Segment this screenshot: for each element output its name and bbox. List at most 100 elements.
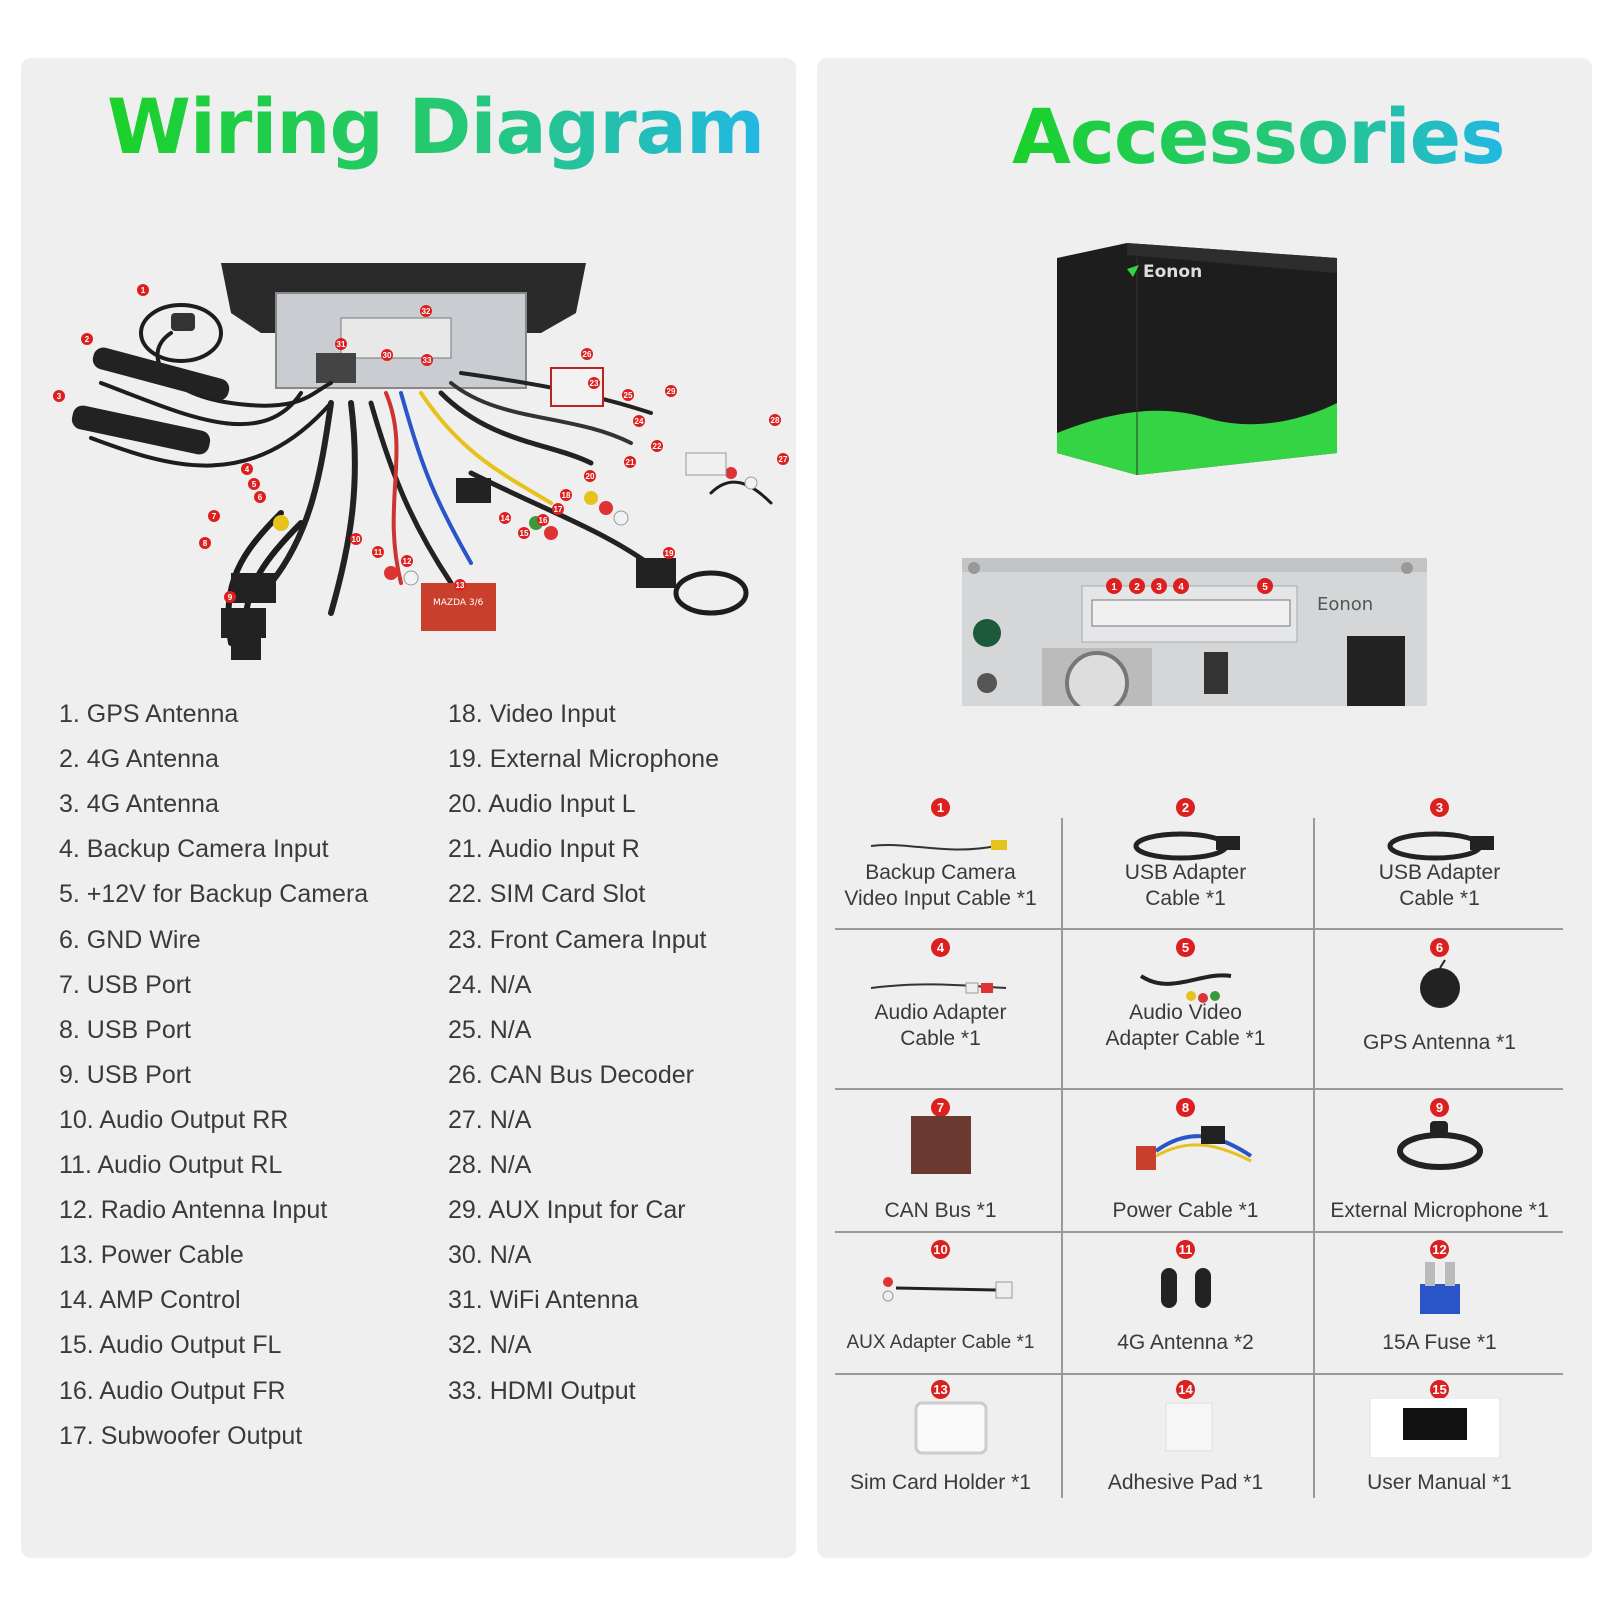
diagram-marker-label: 9	[228, 593, 233, 602]
diagram-marker-label: 32	[422, 307, 431, 316]
accessory-number-badge: 11	[1176, 1240, 1195, 1259]
wiring-legend-item: 21. Audio Input R	[448, 835, 640, 864]
diagram-marker	[137, 284, 149, 296]
diagram-marker	[454, 579, 466, 591]
adhesive-pad-icon	[1111, 1398, 1261, 1463]
port-marker	[1173, 578, 1189, 594]
accessory-label: Sim Card Holder *1	[850, 1471, 1031, 1494]
wiring-legend-item: 4. Backup Camera Input	[59, 835, 329, 864]
microphone-icon	[1365, 1116, 1515, 1181]
accessory-number-badge: 13	[931, 1380, 950, 1399]
head-unit-illustration	[221, 263, 586, 389]
accessory-label: Power Cable *1	[1112, 1199, 1259, 1222]
wiring-legend-item: 28. N/A	[448, 1151, 532, 1179]
manual-icon	[1365, 1397, 1515, 1463]
diagram-marker-label: 27	[779, 455, 788, 464]
4g-antenna-icon	[1111, 1258, 1261, 1323]
wiring-legend-item: 17. Subwoofer Output	[59, 1421, 303, 1450]
accessory-number-badge: 1	[931, 798, 950, 817]
port-marker-label: 2	[1134, 582, 1140, 593]
diagram-marker-label: 1	[141, 286, 146, 295]
diagram-marker	[401, 555, 413, 567]
port-marker-label: 1	[1111, 582, 1117, 593]
wiring-harness-illustration: MAZDA 3/6 123456789101112131415161718192…	[53, 263, 789, 660]
diagram-marker	[499, 512, 511, 524]
rca-cable-icon	[866, 816, 1016, 881]
wiring-legend-item: 31. WiFi Antenna	[448, 1286, 639, 1315]
accessory-label: User Manual *1	[1367, 1471, 1512, 1494]
diagram-marker	[588, 377, 600, 389]
wiring-legend-item: 30. N/A	[448, 1241, 532, 1270]
port-marker	[1151, 578, 1167, 594]
diagram-marker-label: 12	[403, 557, 412, 566]
accessory-label: GPS Antenna *1	[1363, 1031, 1516, 1054]
diagram-marker-label: 29	[667, 387, 676, 396]
wiring-legend-item: 1. GPS Antenna	[59, 700, 239, 728]
wiring-legend-item: 3. 4G Antenna	[59, 790, 219, 819]
wiring-legend-item: 6. GND Wire	[59, 925, 201, 954]
diagram-marker-label: 21	[626, 458, 635, 467]
diagram-marker	[518, 527, 530, 539]
accessory-item: 11 4G Antenna *2	[1064, 1240, 1307, 1380]
diagram-marker-label: 5	[252, 480, 257, 489]
wiring-legend-item: 22. SIM Card Slot	[448, 880, 646, 909]
accessory-number-badge: 7	[931, 1098, 950, 1117]
diagram-marker	[372, 546, 384, 558]
diagram-marker-label: 19	[665, 549, 674, 558]
diagram-marker-label: 10	[352, 535, 361, 544]
accessory-number-badge: 8	[1176, 1098, 1195, 1117]
av-cable-icon	[1111, 956, 1261, 1021]
wiring-diagram-panel: Wiring Diagram	[21, 58, 796, 1558]
audio-cable-icon	[866, 956, 1016, 1021]
wiring-legend-item: 9. USB Port	[59, 1060, 191, 1089]
accessory-label: Audio Video Adapter Cable *1	[1105, 1001, 1266, 1050]
accessory-label: 4G Antenna *2	[1117, 1331, 1254, 1354]
wiring-legend-item: 13. Power Cable	[59, 1241, 244, 1270]
accessory-label: CAN Bus *1	[884, 1199, 997, 1222]
wiring-legend-item: 2. 4G Antenna	[59, 745, 219, 774]
diagram-marker	[584, 470, 596, 482]
wiring-legend-item: 15. Audio Output FL	[59, 1331, 282, 1360]
diagram-marker-label: 3	[57, 392, 62, 401]
diagram-marker	[224, 591, 236, 603]
wiring-legend-item: 5. +12V for Backup Camera	[59, 880, 369, 909]
diagram-marker	[53, 390, 65, 402]
accessory-number-badge: 3	[1430, 798, 1449, 817]
wiring-legend-item: 19. External Microphone	[448, 745, 719, 774]
diagram-marker-label: 2	[85, 335, 90, 344]
port-marker	[1106, 578, 1122, 594]
diagram-marker-label: 26	[583, 350, 592, 359]
accessory-item: 12 15A Fuse *1	[1318, 1240, 1561, 1380]
diagram-marker	[769, 414, 781, 426]
diagram-marker-label: 8	[203, 539, 208, 548]
accessory-number-badge: 12	[1430, 1240, 1449, 1259]
port-marker	[1257, 578, 1273, 594]
diagram-marker-label: 17	[554, 505, 563, 514]
accessory-label: Adhesive Pad *1	[1107, 1471, 1264, 1494]
diagram-marker	[421, 354, 433, 366]
wiring-legend-item: 24. N/A	[448, 970, 532, 999]
accessory-label: 15A Fuse *1	[1382, 1331, 1497, 1354]
diagram-marker	[663, 547, 675, 559]
diagram-marker	[420, 305, 432, 317]
diagram-marker-label: 13	[456, 581, 465, 590]
accessory-number-badge: 6	[1430, 938, 1449, 957]
usb-cable-icon	[1111, 816, 1261, 881]
wiring-legend-item: 16. Audio Output FR	[59, 1376, 286, 1405]
wiring-legend-item: 26. CAN Bus Decoder	[448, 1060, 694, 1089]
gps-antenna-icon	[1365, 956, 1515, 1021]
diagram-marker	[633, 415, 645, 427]
diagram-marker	[651, 440, 663, 452]
wiring-legend-item: 32. N/A	[448, 1331, 532, 1360]
wiring-legend-item: 25. N/A	[448, 1015, 532, 1044]
diagram-marker	[241, 463, 253, 475]
accessory-label: AUX Adapter Cable *1	[846, 1332, 1035, 1353]
